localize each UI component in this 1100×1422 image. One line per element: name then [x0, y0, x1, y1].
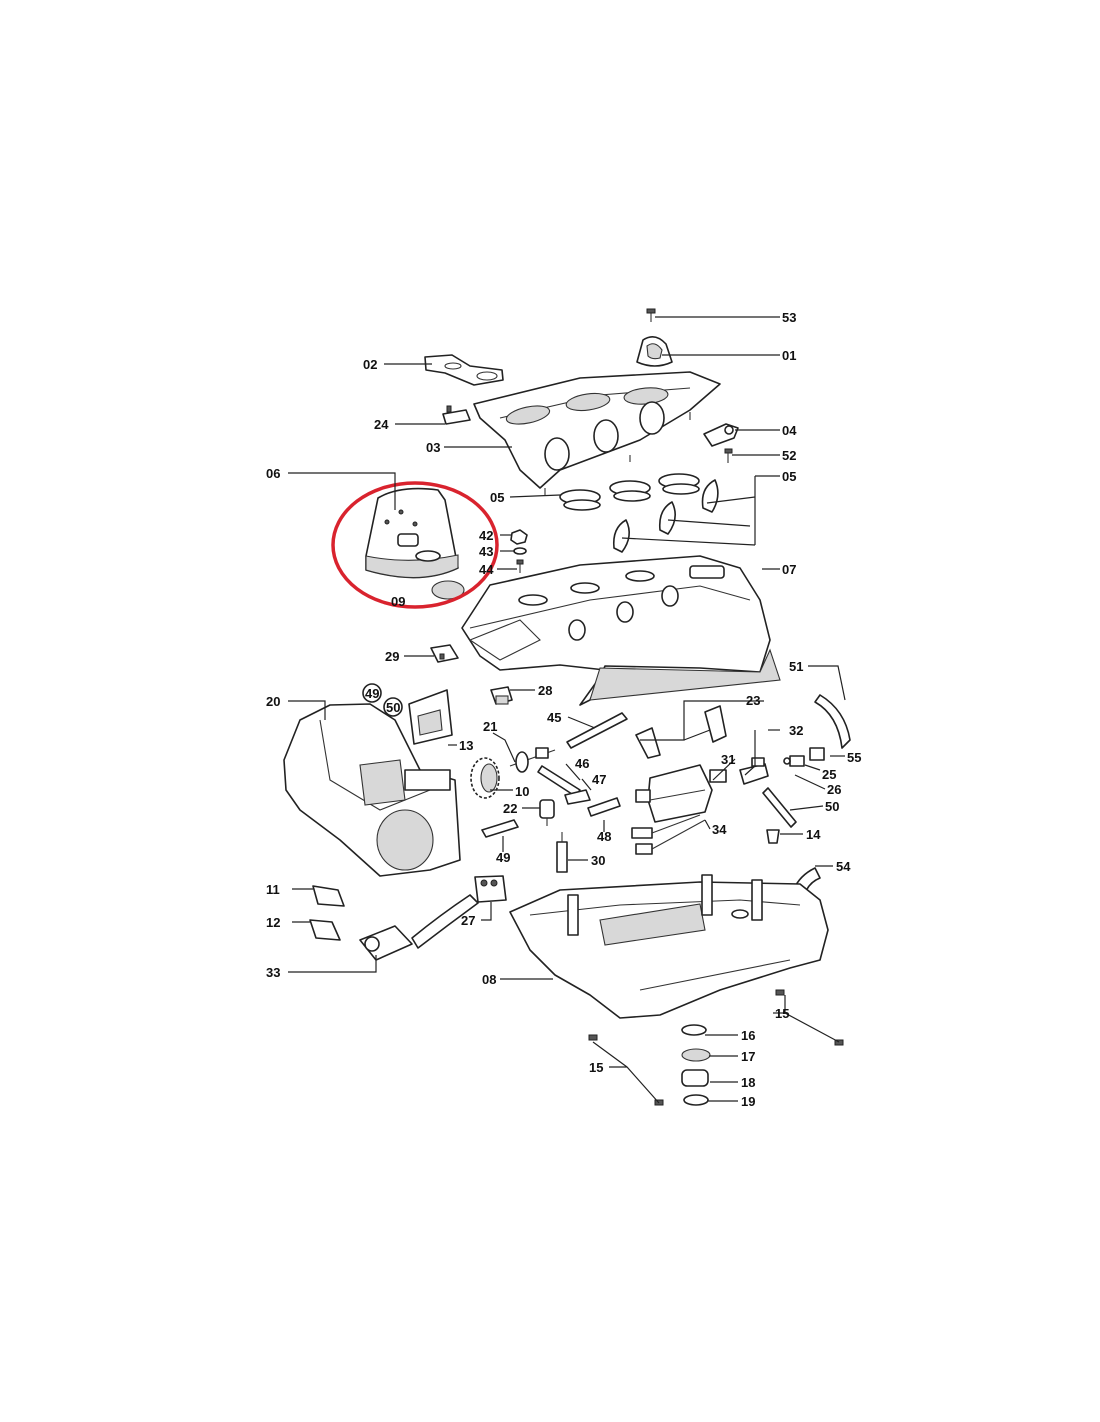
part-21-valve: [509, 747, 556, 773]
label-15-left: 15: [589, 1060, 603, 1075]
part-34-wires: [631, 814, 706, 855]
part-27-terminal-block: [474, 875, 507, 903]
label-30: 30: [591, 853, 605, 868]
label-11: 11: [266, 882, 280, 897]
part-50-tube: [762, 787, 797, 828]
callout-labels: 53 01 02 24 03 04 52 05 05 06 42 43 44 0…: [266, 310, 861, 1109]
label-02: 02: [363, 357, 377, 372]
label-13: 13: [459, 738, 473, 753]
part-28-switch: [490, 686, 513, 705]
part-25-26-55-fittings: [783, 747, 825, 767]
label-14: 14: [806, 827, 821, 842]
part-42-43-44-fasteners: [510, 529, 528, 573]
label-54: 54: [836, 859, 851, 874]
label-10: 10: [515, 784, 529, 799]
label-48: 48: [597, 829, 611, 844]
label-26: 26: [827, 782, 841, 797]
part-05-seals: [559, 473, 719, 553]
label-23: 23: [746, 693, 760, 708]
part-32-connector: [739, 757, 769, 785]
part-49-tube: [481, 819, 519, 838]
label-52: 52: [782, 448, 796, 463]
part-16-19-wheel-stack: [681, 1024, 711, 1106]
label-19: 19: [741, 1094, 755, 1109]
part-46-47-rods: [537, 765, 591, 805]
part-23-brackets: [635, 705, 727, 759]
label-07: 07: [782, 562, 796, 577]
label-25: 25: [822, 767, 836, 782]
label-28: 28: [538, 683, 552, 698]
label-27: 27: [461, 913, 475, 928]
label-31: 31: [721, 752, 735, 767]
label-12: 12: [266, 915, 280, 930]
label-05-right: 05: [782, 469, 796, 484]
part-48-tube: [587, 797, 621, 817]
label-20: 20: [266, 694, 280, 709]
label-05-left: 05: [490, 490, 504, 505]
part-53-screw: [646, 308, 656, 322]
part-14-foot: [766, 829, 780, 844]
part-02-gasket: [424, 354, 504, 386]
part-30-sensor: [556, 832, 568, 873]
label-32: 32: [789, 723, 803, 738]
label-24: 24: [374, 417, 389, 432]
part-24-clip: [442, 405, 471, 425]
part-03-top-cover: [473, 371, 721, 496]
part-07-housing: [461, 555, 781, 706]
label-15-right: 15: [775, 1006, 789, 1021]
label-04: 04: [782, 423, 797, 438]
part-20-rear-housing: [283, 703, 461, 877]
label-21: 21: [483, 719, 497, 734]
label-08: 08: [482, 972, 496, 987]
part-29-clip: [430, 644, 459, 663]
part-11-12-clamps: [309, 885, 345, 941]
part-08-base: [509, 874, 829, 1019]
label-33: 33: [266, 965, 280, 980]
part-49-50-markers: [362, 683, 403, 717]
label-17: 17: [741, 1049, 755, 1064]
label-09: 09: [391, 594, 405, 609]
part-52-screw: [724, 448, 733, 463]
part-51-hose: [814, 694, 851, 749]
label-50: 50: [825, 799, 839, 814]
label-47: 47: [592, 772, 606, 787]
label-29: 29: [385, 649, 399, 664]
label-44: 44: [479, 562, 494, 577]
part-31-pump: [635, 764, 727, 823]
label-49-marker: 49: [365, 686, 379, 701]
part-09-button: [431, 580, 465, 600]
label-42: 42: [479, 528, 493, 543]
part-01-knob: [636, 336, 673, 367]
part-13-bracket: [408, 689, 453, 745]
label-55: 55: [847, 750, 861, 765]
label-53: 53: [782, 310, 796, 325]
label-49: 49: [496, 850, 510, 865]
label-50-marker: 50: [386, 700, 400, 715]
part-22-fitting: [539, 799, 555, 826]
label-06: 06: [266, 466, 280, 481]
label-34: 34: [712, 822, 727, 837]
label-22: 22: [503, 801, 517, 816]
label-01: 01: [782, 348, 796, 363]
label-03: 03: [426, 440, 440, 455]
label-51: 51: [789, 659, 803, 674]
label-43: 43: [479, 544, 493, 559]
label-45: 45: [547, 710, 561, 725]
part-04-bracket: [703, 423, 739, 447]
part-06-handle-cap: [365, 487, 459, 579]
label-18: 18: [741, 1075, 755, 1090]
highlight-circle: [331, 481, 499, 609]
label-46: 46: [575, 756, 589, 771]
part-33-plug-cord: [359, 894, 479, 961]
label-16: 16: [741, 1028, 755, 1043]
leader-lines: [288, 316, 846, 1104]
part-45-tube: [566, 712, 628, 749]
part-10-gear: [470, 757, 500, 799]
